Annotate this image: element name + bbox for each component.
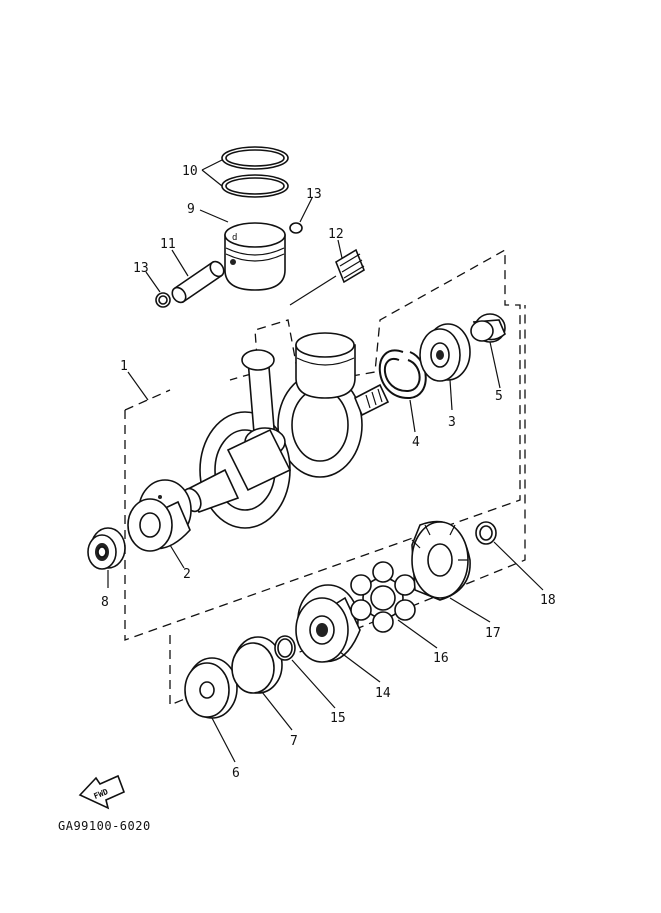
callout-13-lower: 13 (133, 261, 149, 276)
fwd-arrow-icon: FWD (78, 774, 126, 810)
piston-rings (221, 146, 289, 198)
damper (350, 561, 416, 633)
bearing-rear (419, 323, 471, 382)
collar (470, 313, 506, 343)
callout-2: 2 (183, 567, 191, 582)
callout-13-upper: 13 (306, 187, 322, 202)
callout-14: 14 (375, 686, 391, 701)
callout-11: 11 (160, 237, 176, 252)
bearing-front (127, 479, 192, 552)
drawing-code: GA99100-6020 (58, 819, 151, 833)
callout-15: 15 (330, 711, 346, 726)
needle-bearing (289, 248, 365, 306)
callout-6: 6 (232, 766, 240, 781)
circlip (378, 349, 427, 400)
pin-clip-upper (289, 222, 303, 234)
callout-7: 7 (290, 734, 298, 749)
callout-10: 10 (182, 164, 198, 179)
oil-seal (87, 527, 126, 570)
piston: d (224, 222, 286, 291)
assembly-outline-left (124, 389, 171, 411)
callout-1: 1 (120, 359, 128, 374)
coupling-drive (295, 584, 361, 663)
crankshaft-assembly (182, 332, 390, 529)
piston-pin (171, 260, 225, 304)
washer-large (184, 657, 238, 719)
callouts: 10 9 13 11 13 12 1 2 8 4 3 5 6 7 15 14 1… (101, 164, 556, 781)
callout-3: 3 (448, 415, 456, 430)
svg-text:d: d (232, 233, 237, 243)
callout-12: 12 (328, 227, 344, 242)
shim-washer (475, 521, 497, 545)
o-ring (274, 635, 296, 661)
leader-lines (107, 159, 544, 763)
assembly-outline-upper (124, 248, 521, 641)
callout-4: 4 (412, 435, 420, 450)
coupling-driven (411, 520, 471, 601)
pin-clip-lower (155, 292, 171, 308)
callout-17: 17 (485, 626, 501, 641)
callout-5: 5 (495, 389, 503, 404)
washer-small (231, 636, 283, 694)
callout-16: 16 (433, 651, 449, 666)
callout-8: 8 (101, 595, 109, 610)
callout-18: 18 (540, 593, 556, 608)
callout-9: 9 (187, 202, 195, 217)
